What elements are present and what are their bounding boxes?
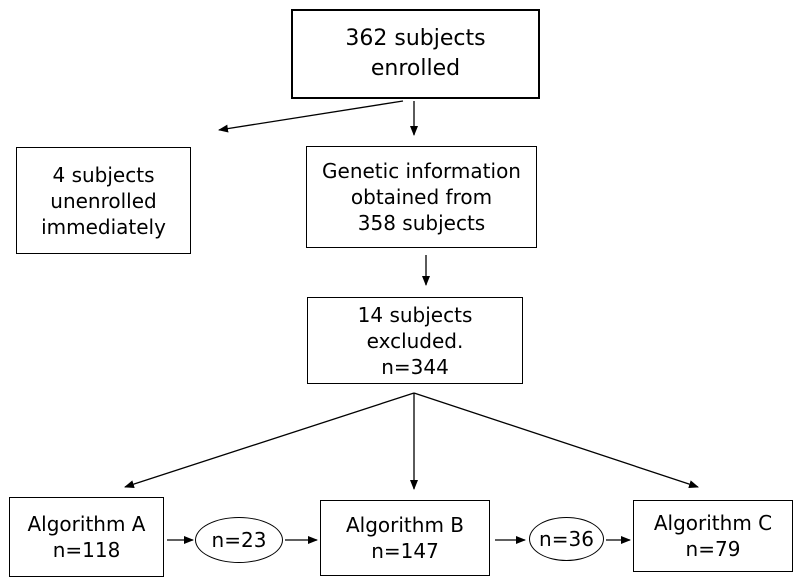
genetic-line-1: Genetic information <box>322 159 521 183</box>
enrolled-line-1: 362 subjects <box>345 26 486 51</box>
enrolled-line-2: enrolled <box>370 56 461 81</box>
algorithm-b-count: n=147 <box>371 539 439 563</box>
algorithm-a-count: n=118 <box>52 538 121 562</box>
algorithm-a-label: Algorithm A <box>27 512 146 536</box>
transfer-ab-oval: n=23 <box>195 517 283 563</box>
genetic-box: Genetic information obtained from 358 su… <box>306 146 537 248</box>
excluded-line-1: 14 subjects <box>357 302 473 327</box>
arrow-excluded-to-algorithm-c <box>413 392 699 488</box>
transfer-bc-oval: n=36 <box>529 517 604 561</box>
unenrolled-box: 4 subjects unenrolled immediately <box>16 147 191 254</box>
enrolled-box: 362 subjects enrolled <box>291 9 540 99</box>
transfer-ab-label: n=23 <box>211 528 267 552</box>
algorithm-b-label: Algorithm B <box>345 513 465 537</box>
transfer-bc-label: n=36 <box>539 527 594 551</box>
algorithm-a-box: Algorithm A n=118 <box>9 497 164 577</box>
excluded-line-2: excluded. <box>366 328 464 353</box>
unenrolled-line-2: unenrolled <box>50 188 157 213</box>
unenrolled-line-3: immediately <box>41 214 166 239</box>
algorithm-c-label: Algorithm C <box>653 511 773 535</box>
genetic-line-2: obtained from <box>350 185 493 209</box>
excluded-box: 14 subjects excluded. n=344 <box>307 297 523 384</box>
genetic-line-3: 358 subjects <box>357 211 486 235</box>
algorithm-c-count: n=79 <box>685 537 741 561</box>
arrow-enrolled-to-unenrolled <box>218 100 404 133</box>
algorithm-b-box: Algorithm B n=147 <box>320 500 490 576</box>
unenrolled-line-1: 4 subjects <box>52 162 155 187</box>
excluded-line-3: n=344 <box>381 354 449 379</box>
arrow-excluded-to-algorithm-a <box>124 392 415 489</box>
algorithm-c-box: Algorithm C n=79 <box>633 500 793 572</box>
